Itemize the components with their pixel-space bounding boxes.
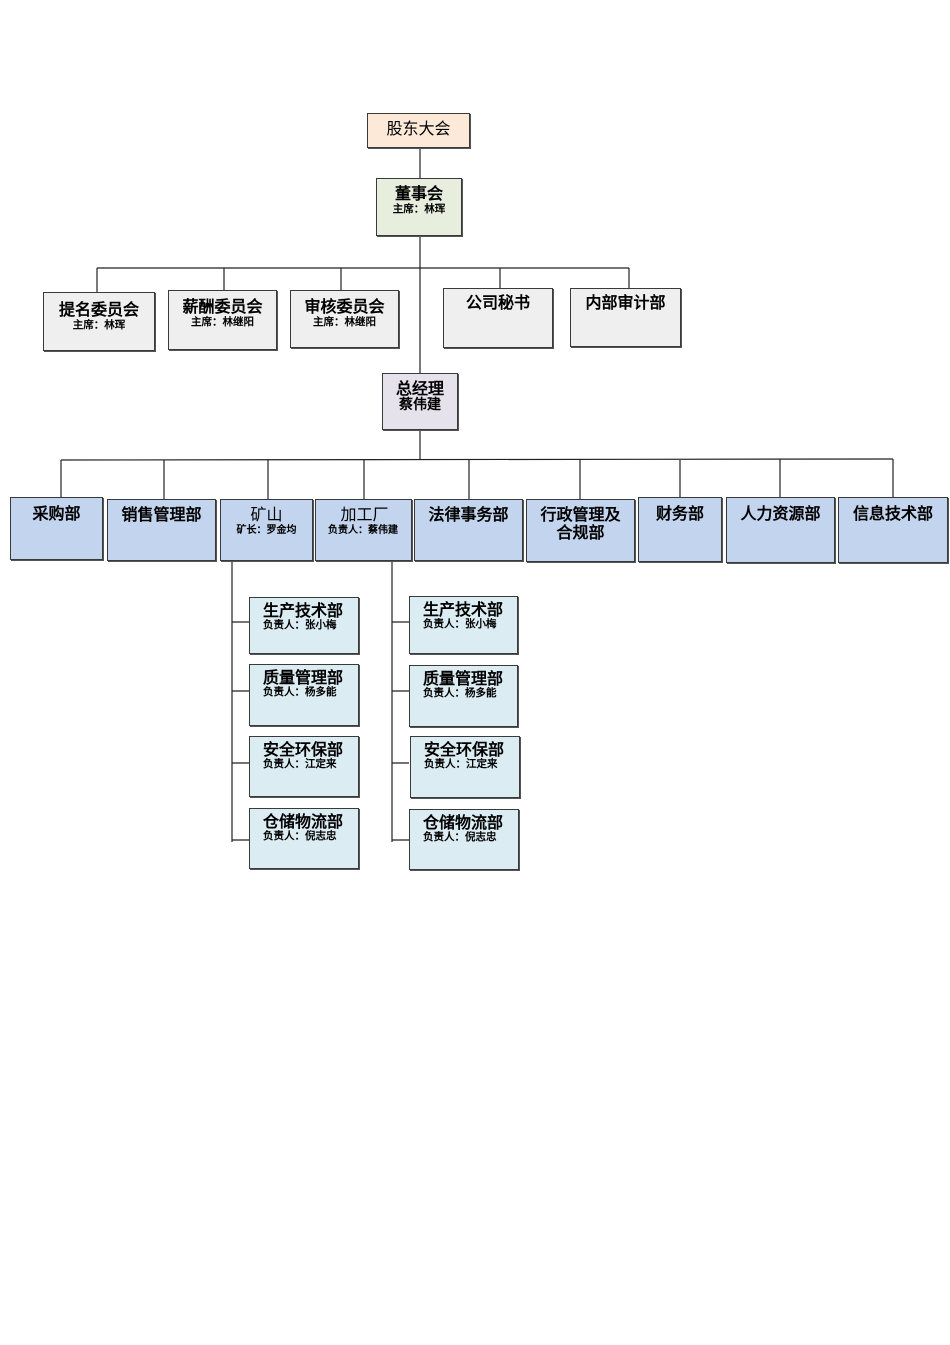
mine-unit-safety-box: 安全环保部 负责人：江定来: [249, 736, 359, 797]
mine-unit-quality-box: 质量管理部 负责人：杨多能: [249, 664, 359, 726]
department-hr-box: 人力资源部: [726, 497, 835, 563]
unit-head: 负责人：张小梅: [423, 617, 497, 630]
committee-title: 薪酬委员会: [182, 297, 263, 316]
department-title: 法律事务部: [428, 505, 509, 524]
plant-unit-safety-box: 安全环保部 负责人：江定来: [410, 736, 520, 798]
general-manager-box: 总经理 蔡伟建: [382, 373, 458, 430]
committee-title: 提名委员会: [58, 300, 139, 319]
department-title: 矿山: [250, 505, 283, 524]
committee-chair: 主席：林继阳: [313, 315, 376, 328]
unit-title: 安全环保部: [424, 740, 505, 759]
plant-unit-production-box: 生产技术部 负责人：张小梅: [409, 596, 518, 654]
unit-head: 负责人：江定来: [263, 757, 337, 770]
department-it-box: 信息技术部: [838, 497, 948, 563]
plant-unit-quality-box: 质量管理部 负责人：杨多能: [409, 665, 518, 727]
board-of-directors-box: 董事会 主席：林珲: [376, 178, 462, 236]
unit-head: 负责人：倪志忠: [423, 830, 497, 843]
department-title: 行政管理及合规部: [540, 505, 621, 542]
internal-audit-label: 内部审计部: [585, 293, 666, 312]
department-purchasing-box: 采购部: [10, 497, 103, 560]
committee-chair: 主席：林珲: [72, 318, 126, 331]
department-title: 采购部: [32, 504, 81, 523]
unit-head: 负责人：江定来: [424, 757, 498, 770]
internal-audit-box: 内部审计部: [570, 288, 681, 347]
unit-title: 仓储物流部: [423, 813, 504, 832]
unit-head: 负责人：杨多能: [423, 686, 497, 699]
committee-remuneration-box: 薪酬委员会 主席：林继阳: [168, 290, 277, 350]
department-mine-box: 矿山 矿长：罗金均: [220, 499, 313, 561]
department-finance-box: 财务部: [638, 497, 722, 562]
department-head: 矿长：罗金均: [236, 524, 297, 536]
department-processing-plant-box: 加工厂 负责人：蔡伟建: [315, 499, 412, 561]
board-chair: 主席：林珲: [392, 202, 446, 215]
general-manager-title: 总经理: [395, 379, 444, 398]
department-sales-box: 销售管理部: [107, 499, 216, 561]
general-manager-name: 蔡伟建: [399, 396, 441, 413]
company-secretary-label: 公司秘书: [465, 293, 530, 312]
unit-title: 质量管理部: [423, 669, 504, 688]
shareholders-meeting-box: 股东大会: [367, 113, 470, 148]
board-title: 董事会: [394, 184, 443, 203]
unit-title: 仓储物流部: [263, 812, 344, 831]
department-title: 财务部: [655, 504, 704, 523]
shareholders-meeting-label: 股东大会: [386, 119, 451, 138]
plant-unit-logistics-box: 仓储物流部 负责人：倪志忠: [409, 809, 519, 870]
mine-unit-logistics-box: 仓储物流部 负责人：倪志忠: [249, 808, 359, 869]
connector-department-bar: [60, 458, 894, 461]
committee-audit-box: 审核委员会 主席：林继阳: [290, 290, 399, 348]
unit-title: 质量管理部: [263, 668, 344, 687]
department-title: 加工厂: [340, 505, 389, 524]
unit-title: 生产技术部: [423, 600, 504, 619]
unit-head: 负责人：杨多能: [263, 685, 337, 698]
unit-title: 安全环保部: [263, 740, 344, 759]
committee-chair: 主席：林继阳: [191, 315, 254, 328]
unit-title: 生产技术部: [263, 601, 344, 620]
company-secretary-box: 公司秘书: [443, 288, 553, 348]
department-legal-box: 法律事务部: [414, 499, 523, 561]
committee-title: 审核委员会: [304, 297, 385, 316]
department-title: 信息技术部: [852, 504, 933, 523]
committee-nomination-box: 提名委员会 主席：林珲: [43, 292, 155, 351]
department-administration-box: 行政管理及合规部: [526, 499, 635, 562]
department-title: 人力资源部: [740, 504, 821, 523]
unit-head: 负责人：张小梅: [263, 618, 337, 631]
mine-unit-production-box: 生产技术部 负责人：张小梅: [249, 597, 359, 654]
unit-head: 负责人：倪志忠: [263, 829, 337, 842]
department-title: 销售管理部: [121, 505, 202, 524]
department-head: 负责人：蔡伟建: [328, 524, 398, 536]
